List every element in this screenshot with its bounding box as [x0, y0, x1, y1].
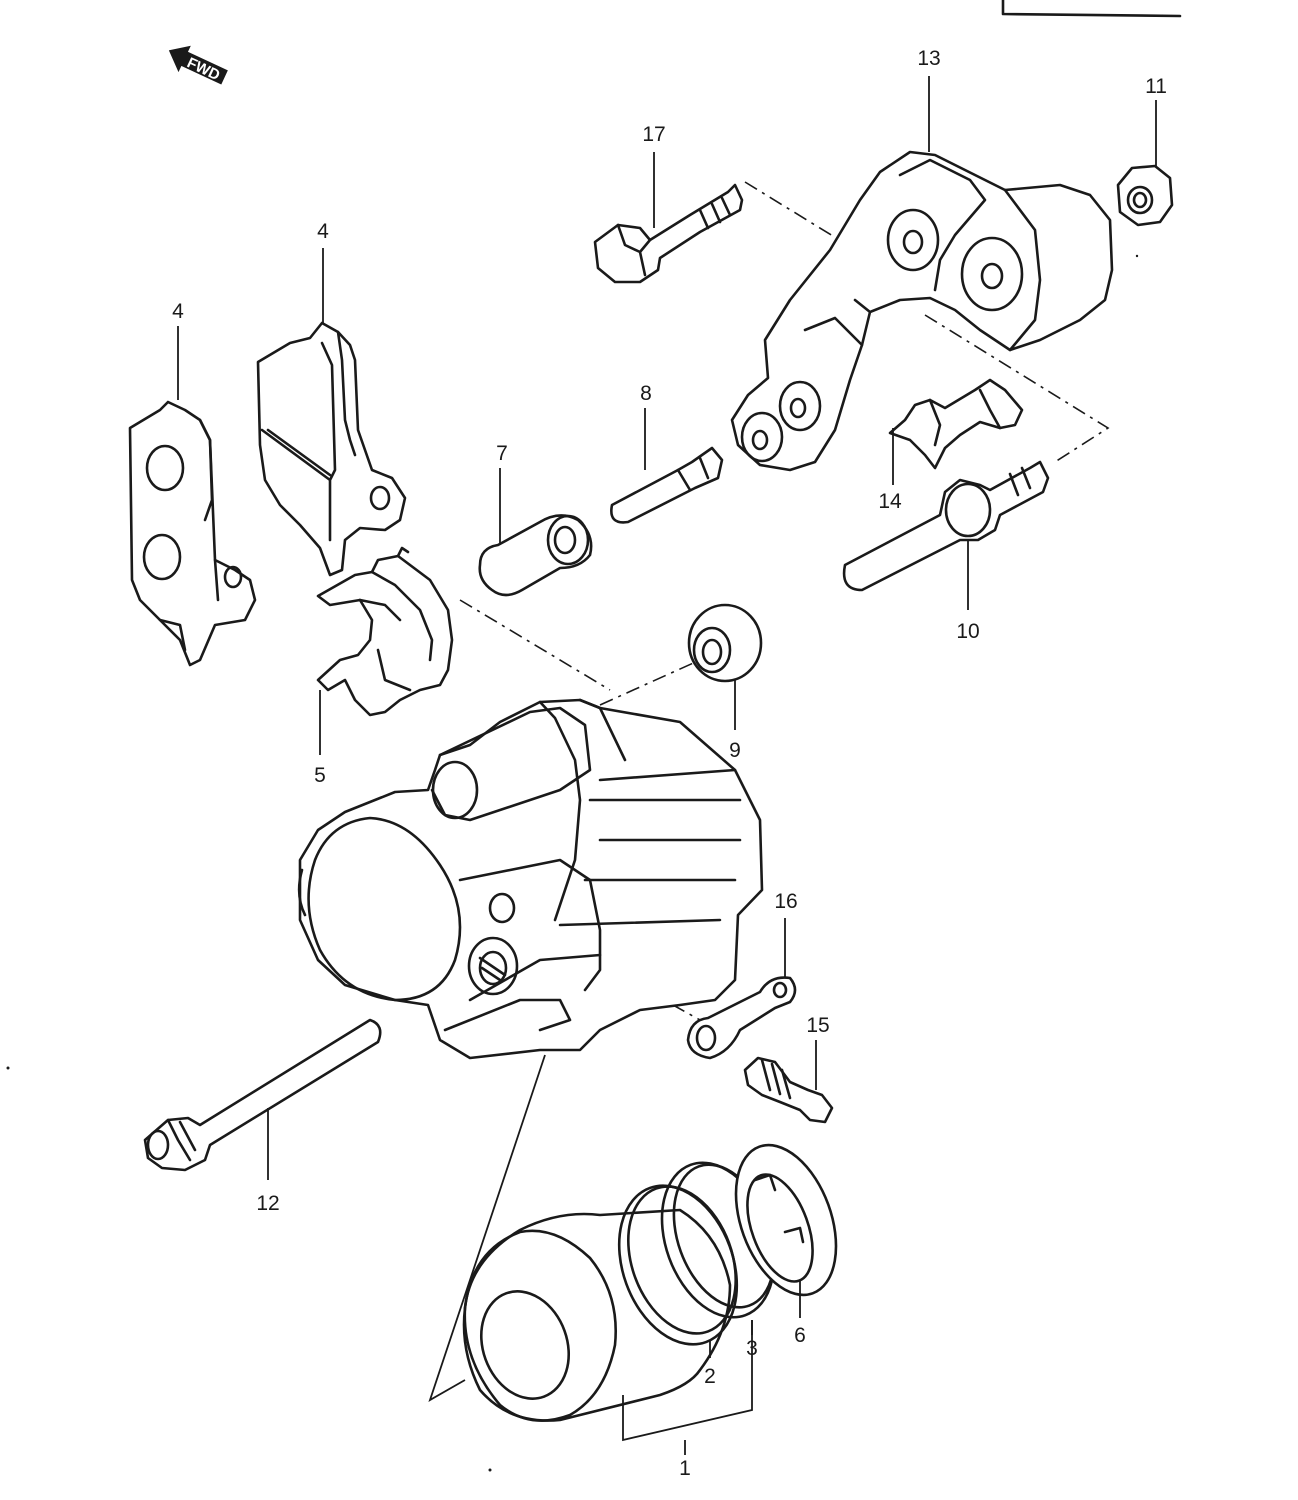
part-6-shim [734, 1143, 838, 1297]
part-9-grommet [687, 603, 763, 683]
part-11-nut [1116, 164, 1174, 227]
part-4-brake-pad [256, 321, 407, 577]
callout-3: 3 [746, 1337, 758, 1360]
scan-specks [6, 254, 1139, 1472]
part-8-slide-pin [610, 446, 724, 524]
callout-numbers: 13 11 17 4 4 8 7 14 10 5 9 16 15 12 6 3 … [172, 47, 1167, 1480]
callout-6: 6 [794, 1324, 806, 1347]
callout-4-pad: 4 [317, 220, 329, 243]
callout-8: 8 [640, 382, 652, 405]
part-16-bleeder-cap [686, 976, 797, 1060]
callout-10: 10 [956, 620, 979, 643]
part-17-bolt [593, 183, 744, 284]
callout-12: 12 [256, 1192, 279, 1215]
leader-lines [177, 76, 1157, 1455]
caliper-body [297, 698, 764, 1060]
part-1-piston [462, 1208, 732, 1422]
part-4-shim [128, 400, 257, 667]
callout-14: 14 [878, 490, 902, 513]
callout-15: 15 [806, 1014, 829, 1037]
frame-corner [1001, 0, 1182, 18]
part-2-piston-seal [617, 1184, 739, 1346]
callout-1: 1 [679, 1457, 691, 1480]
callout-4-shim: 4 [172, 300, 184, 323]
callout-16: 16 [774, 890, 797, 913]
part-15-bleeder-valve [743, 1056, 834, 1124]
part-10-slide-pin [842, 460, 1050, 592]
part-5-pad-spring [316, 546, 454, 717]
forward-arrow-icon: FWD [168, 45, 228, 85]
callout-13: 13 [917, 47, 940, 70]
callout-9: 9 [729, 739, 741, 762]
callout-17: 17 [642, 123, 665, 146]
forward-badge-text: FWD [184, 54, 222, 84]
part-12-caliper-bolt [143, 1018, 382, 1172]
callout-2: 2 [704, 1365, 716, 1388]
callout-7: 7 [496, 442, 508, 465]
part-7-pin-boot [478, 514, 593, 597]
part-14-retainer-spring [888, 378, 1024, 470]
part-13-bracket [730, 150, 1114, 472]
callout-5: 5 [314, 764, 326, 787]
callout-11: 11 [1145, 75, 1167, 98]
